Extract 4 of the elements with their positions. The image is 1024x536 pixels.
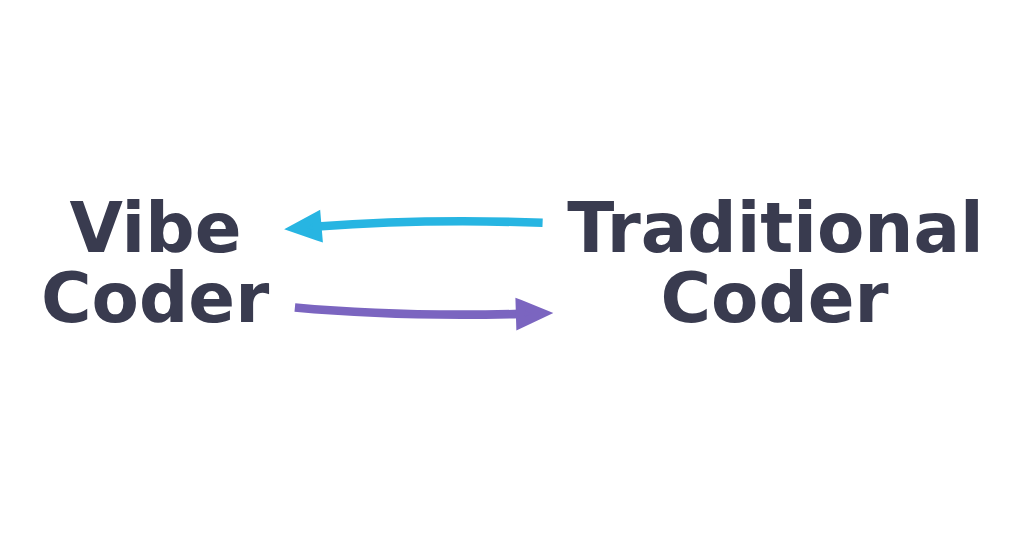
node-text: Traditional Coder bbox=[567, 188, 984, 338]
node-text: Vibe Coder bbox=[40, 188, 270, 338]
arrow bbox=[284, 209, 543, 243]
arrow bbox=[294, 297, 554, 331]
